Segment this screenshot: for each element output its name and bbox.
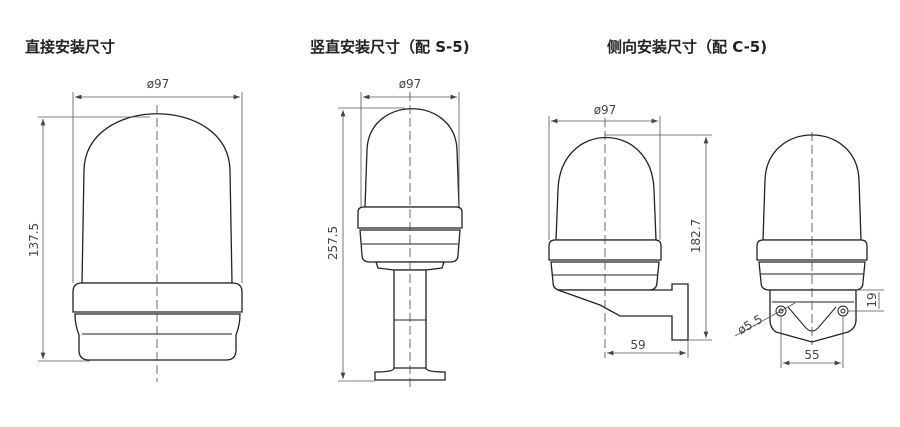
side-mount-front-view: ø5.5 55 19 (734, 132, 884, 368)
direct-mount-view: ø97 137.5 (27, 77, 243, 382)
hole-diameter-label: ø5.5 (735, 312, 765, 337)
height-label: 257.5 (326, 226, 340, 260)
vertical-mount-view: ø97 257.5 (326, 77, 463, 390)
height-label: 137.5 (27, 223, 41, 257)
hole-height-label: 19 (865, 292, 879, 307)
diameter-label: ø97 (147, 77, 170, 91)
hole-spacing-label: 55 (804, 348, 819, 362)
side-mount-view: ø97 182.7 59 (548, 103, 712, 358)
direct-mount-title: 直接安装尺寸 (25, 38, 116, 56)
height-label: 182.7 (689, 219, 703, 253)
diameter-label: ø97 (594, 103, 617, 117)
side-mount-title: 侧向安装尺寸（配 C-5) (607, 38, 768, 56)
diameter-label: ø97 (399, 77, 422, 91)
vertical-mount-title: 竖直安装尺寸（配 S-5) (310, 38, 470, 56)
depth-label: 59 (630, 338, 645, 352)
